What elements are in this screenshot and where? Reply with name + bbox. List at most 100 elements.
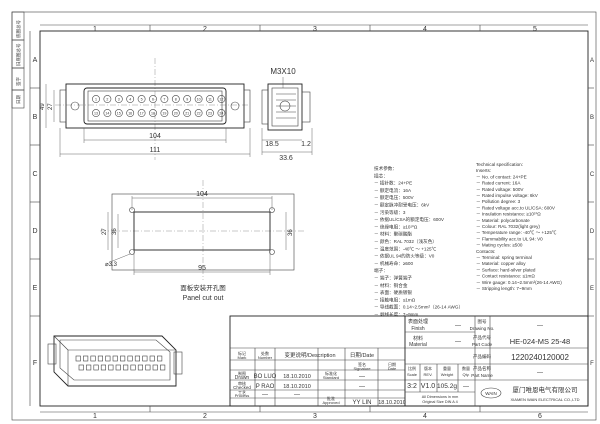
spec-line: Contacts: <box>476 249 495 254</box>
iso-contact <box>115 364 121 371</box>
spec-line: － Rated current: 16A <box>476 181 521 186</box>
contact-pin <box>194 109 203 117</box>
strip-label: 签字 <box>15 77 21 86</box>
spec-line: － 额定电流：16A <box>374 187 412 194</box>
contact-pin <box>183 109 192 117</box>
process-date: — <box>294 392 300 398</box>
row-label: B <box>590 115 594 121</box>
checked-name: P RAO <box>256 384 275 390</box>
iso-contact <box>127 355 133 362</box>
spec-line: － Temperature range: -40℃ ～ +125℃ <box>476 230 557 235</box>
title-block: 表面处理 Finish — 材料 Material — 图号 Drawing N… <box>229 315 589 407</box>
iso-contact <box>120 355 126 362</box>
item-label-cn: 产品编码 <box>473 353 491 360</box>
row-label: B <box>33 114 38 121</box>
panel-cutout: 104 95 27 36 36 ⌀3.3 面板安装开孔图 Panel cut o… <box>100 180 305 302</box>
col-label: 2 <box>203 413 207 420</box>
qty-label-en: Qty. <box>462 372 469 377</box>
row-label: D <box>32 228 37 235</box>
dim-side-c: 33.6 <box>279 155 293 162</box>
contact-pin-number: 4 <box>129 97 131 101</box>
drawing-no-label-en: Drawing No. <box>470 326 495 331</box>
cutout-dim-h2b: 36 <box>288 229 294 236</box>
contact-pin <box>126 95 135 103</box>
cutout-label-cn: 面板安装开孔图 <box>180 283 226 292</box>
iso-contact <box>108 364 114 371</box>
std-en: Standard <box>323 375 339 380</box>
iso-contact <box>75 355 81 362</box>
spec-line: － Surface: hard-silver plated <box>476 267 536 272</box>
contact-pin-number: 23 <box>208 111 212 115</box>
part-name-label-en: Part Name <box>471 373 493 378</box>
spec-line: － 材料：聚碳酸酯 <box>374 231 412 238</box>
row-label: A <box>590 58 594 64</box>
iso-contact <box>83 355 89 362</box>
rev-label-en: REV. <box>424 372 433 377</box>
strip-label: 底图总号 <box>15 20 22 38</box>
hdr-mark-cn: 标记 <box>238 350 246 356</box>
spec-line: － 端子：弹簧端子 <box>374 275 412 282</box>
hdr-date2-cn: 日期 <box>388 361 396 367</box>
company-name-en: XIAMEN WAIN ELECTRICAL CO.,LTD <box>511 397 580 402</box>
checked-cn: 审核 <box>238 380 246 386</box>
contact-pin-number: 17 <box>140 111 144 115</box>
spec-line: － Material: polycarbonate <box>476 218 530 223</box>
qty-value: — <box>463 384 469 390</box>
side-view: M3X10 18.5 1.2 33.6 <box>261 67 313 162</box>
contact-pin-number: 6 <box>152 97 154 101</box>
finish-value: — <box>455 323 461 329</box>
cutout-dim-h1: 27 <box>102 228 108 235</box>
contact-pin-number: 15 <box>117 111 121 115</box>
spec-line: － 颜色：RAL 7032（浅灰色） <box>374 238 437 245</box>
iso-contact <box>105 355 111 362</box>
scale-label-cn: 比例 <box>408 365 416 371</box>
dim-inner-width: 104 <box>149 133 161 140</box>
spec-line: － 导线截面：0.14~2.5mm²（26-14 AWG） <box>374 304 463 311</box>
contact-pin <box>126 109 135 117</box>
item-value: 1220240120002 <box>511 353 569 362</box>
weight-label-en: Weight <box>441 372 454 377</box>
part-code-label-cn: 产品代号 <box>473 334 491 341</box>
spec-line: － Rated voltage: 500V <box>476 187 524 192</box>
spec-cn-block: 技术参数：插芯：－ 插针数：24+PE－ 额定电流：16A－ 额定电压：500V… <box>374 165 463 318</box>
hdr-sig-en: Signature <box>353 366 371 371</box>
company-logo-text: WAIN <box>485 391 497 396</box>
weight-value: 105.2g <box>437 383 457 390</box>
contact-pin-number: 16 <box>128 111 132 115</box>
contact-pin <box>92 109 100 117</box>
company-logo <box>480 387 502 399</box>
drawing-no-value: — <box>537 323 543 329</box>
contact-pin <box>114 109 123 117</box>
spec-line: － Flammability acc.to UL 94: V0 <box>476 236 543 241</box>
contact-pin-number: 22 <box>197 111 201 115</box>
contact-pin <box>149 95 157 103</box>
contact-pin-number: 7 <box>163 97 165 101</box>
contact-pin-number: 14 <box>105 111 109 115</box>
material-value: — <box>455 339 461 345</box>
row-label: C <box>32 171 37 178</box>
spec-line: － Contact resistance: ≤1mΩ <box>476 274 535 279</box>
iso-view <box>47 335 183 387</box>
dim-height-b: 49 <box>40 103 46 110</box>
drawing-no-label-cn: 图号 <box>478 319 487 325</box>
row-label: F <box>590 361 594 367</box>
iso-contact <box>157 355 163 362</box>
finish-label-en: Finish <box>411 326 425 332</box>
iso-contact <box>100 364 106 371</box>
screw-spec: M3X10 <box>270 67 296 76</box>
col-label: 3 <box>313 413 317 420</box>
contact-pin-number: 3 <box>118 97 120 101</box>
checked-date: 18.10.2010 <box>283 384 311 390</box>
left-strip: 底图总号 旧底图总号 签字 日期 <box>11 11 25 109</box>
contact-pin-number: 8 <box>175 97 177 101</box>
row-label: F <box>33 360 37 367</box>
cutout-dim-bottom: 95 <box>198 265 206 272</box>
spec-line: － 插针数：24+PE <box>374 180 412 187</box>
spec-en-block: Technical specification:Inserts:－ No. of… <box>476 162 562 291</box>
spec-line: － 额定脉冲耐受电压：6kV <box>374 202 430 209</box>
col-label: 1 <box>93 26 97 33</box>
row-label: C <box>590 172 595 178</box>
contact-pin <box>217 95 226 103</box>
